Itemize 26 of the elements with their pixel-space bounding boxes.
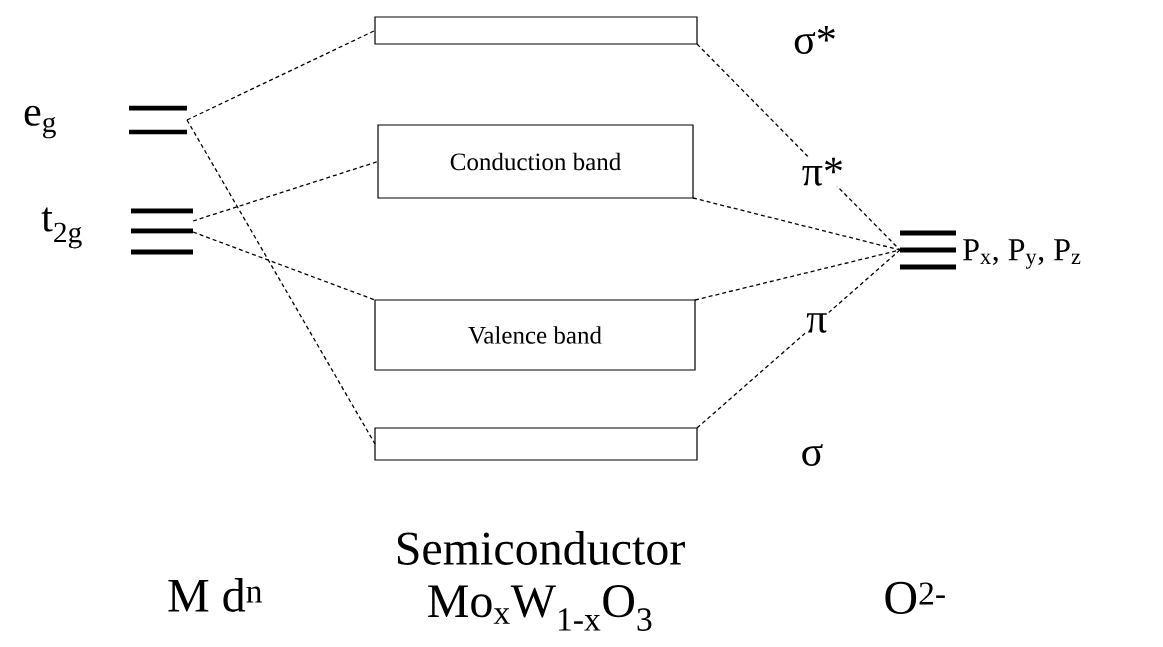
dashed-line bbox=[692, 197, 901, 251]
band-box: Conduction band bbox=[377, 124, 694, 199]
axis-label: M d$^{n}$ bbox=[168, 578, 262, 612]
dashed-line bbox=[186, 119, 376, 445]
band-box bbox=[374, 427, 698, 461]
dashed-line bbox=[186, 29, 376, 121]
level-label: σ bbox=[802, 444, 823, 466]
dashed-line bbox=[192, 231, 376, 301]
level-label: P$_{x}$, P$_{y}$, P$_{z}$ bbox=[963, 239, 1081, 269]
energy-level-bars bbox=[131, 208, 193, 255]
level-label: σ* bbox=[794, 26, 835, 54]
energy-level-bars bbox=[900, 230, 956, 270]
energy-level-bars bbox=[129, 105, 187, 135]
band-box: Valence band bbox=[374, 299, 696, 371]
band-box bbox=[374, 16, 698, 45]
axis-label: O$^{2-}$ bbox=[885, 581, 945, 615]
edge-label: π* bbox=[802, 157, 842, 186]
axis-label: Semiconductor bbox=[397, 531, 685, 565]
dashed-line bbox=[696, 249, 901, 429]
level-label: e$_{g}$ bbox=[24, 105, 56, 139]
axis-label: Mo$_{x}$W$_{1-x}$O$_{3}$ bbox=[428, 585, 652, 631]
edge-label: π bbox=[806, 313, 827, 333]
dashed-line bbox=[696, 43, 901, 251]
dashed-line bbox=[192, 160, 379, 222]
dashed-line bbox=[694, 249, 901, 301]
level-label: t$_{2g}$ bbox=[41, 207, 82, 249]
